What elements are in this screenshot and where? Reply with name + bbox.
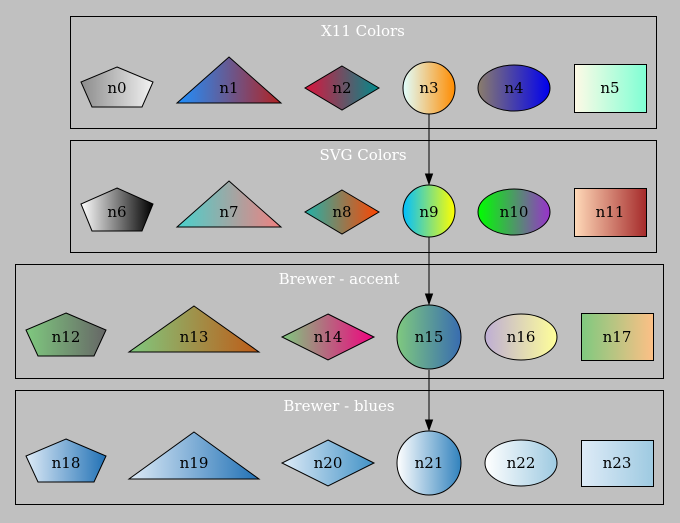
cluster-blues-title: Brewer - blues — [283, 397, 394, 415]
node-n17-label: n17 — [603, 328, 632, 346]
node-n19-shape — [127, 431, 261, 480]
node-n1-label: n1 — [219, 79, 238, 97]
node-n4-shape — [477, 64, 551, 112]
node-n0[interactable]: n0 — [80, 66, 154, 108]
cluster-blues: Brewer - blues — [15, 390, 664, 505]
node-n4-label: n4 — [504, 79, 523, 97]
cluster-svg: SVG Colors — [70, 140, 657, 253]
node-n10[interactable]: n10 — [477, 188, 551, 236]
node-n16-label: n16 — [507, 328, 536, 346]
node-n8[interactable]: n8 — [304, 189, 380, 235]
node-n18[interactable]: n18 — [25, 438, 107, 483]
node-n2-label: n2 — [332, 79, 351, 97]
cluster-accent-box — [15, 264, 664, 379]
node-n22[interactable]: n22 — [484, 439, 558, 487]
cluster-svg-title: SVG Colors — [319, 146, 406, 164]
node-n4[interactable]: n4 — [477, 64, 551, 112]
node-n23-label: n23 — [603, 454, 632, 472]
node-n8-shape — [304, 189, 380, 235]
node-n10-shape — [477, 188, 551, 236]
node-n14-label: n14 — [314, 328, 343, 346]
node-n6-shape — [80, 187, 154, 232]
node-n1-shape — [175, 56, 283, 104]
cluster-x11-title: X11 Colors — [321, 22, 405, 40]
cluster-x11-box — [70, 16, 657, 129]
cluster-accent-title: Brewer - accent — [279, 270, 400, 288]
node-n16[interactable]: n16 — [484, 313, 558, 361]
node-n7-shape — [175, 180, 283, 228]
node-n1[interactable]: n1 — [175, 56, 283, 104]
node-n19-label: n19 — [180, 454, 209, 472]
node-n21[interactable]: n21 — [396, 430, 462, 496]
node-n17-shape — [581, 313, 654, 361]
node-n12[interactable]: n12 — [25, 312, 107, 357]
node-n21-label: n21 — [415, 454, 444, 472]
edge-n9-n15-arrowhead — [424, 293, 434, 306]
node-n8-label: n8 — [332, 203, 351, 221]
node-n14[interactable]: n14 — [280, 313, 376, 361]
node-n13-shape — [127, 305, 261, 353]
cluster-svg-box — [70, 140, 657, 253]
node-n23[interactable]: n23 — [581, 440, 654, 487]
node-n22-shape — [484, 439, 558, 487]
cluster-accent: Brewer - accent — [15, 264, 664, 379]
cluster-x11: X11 Colors — [70, 16, 657, 129]
node-n6-label: n6 — [107, 203, 126, 221]
node-n9-label: n9 — [419, 203, 438, 221]
node-n16-shape — [484, 313, 558, 361]
cluster-blues-box — [15, 390, 664, 505]
node-n0-shape — [80, 66, 154, 108]
node-n15-label: n15 — [415, 328, 444, 346]
node-n0-label: n0 — [107, 79, 126, 97]
node-n13[interactable]: n13 — [127, 305, 261, 353]
node-n21-shape — [396, 430, 462, 496]
node-n9[interactable]: n9 — [402, 184, 456, 238]
node-n22-label: n22 — [507, 454, 536, 472]
node-n17[interactable]: n17 — [581, 313, 654, 361]
edges — [424, 114, 434, 432]
node-n5[interactable]: n5 — [574, 64, 647, 113]
node-n12-label: n12 — [52, 328, 81, 346]
node-n10-label: n10 — [500, 203, 529, 221]
node-n5-label: n5 — [600, 79, 619, 97]
node-n3-label: n3 — [419, 79, 438, 97]
edge-n3-n9-arrowhead — [424, 173, 434, 186]
node-n23-shape — [581, 440, 654, 487]
node-n11[interactable]: n11 — [574, 188, 647, 237]
node-n14-shape — [280, 313, 376, 361]
node-n6[interactable]: n6 — [80, 187, 154, 232]
node-n18-shape — [25, 438, 107, 483]
node-n7[interactable]: n7 — [175, 180, 283, 228]
node-n19[interactable]: n19 — [127, 431, 261, 480]
node-n3[interactable]: n3 — [402, 61, 456, 115]
node-n13-label: n13 — [180, 328, 209, 346]
node-n20-label: n20 — [314, 454, 343, 472]
node-n15-shape — [396, 304, 462, 370]
node-n12-shape — [25, 312, 107, 357]
edge-n15-n21-arrowhead — [424, 419, 434, 432]
node-n3-shape — [402, 61, 456, 115]
node-n15[interactable]: n15 — [396, 304, 462, 370]
node-n18-label: n18 — [52, 454, 81, 472]
node-n2-shape — [304, 65, 380, 111]
node-n2[interactable]: n2 — [304, 65, 380, 111]
node-n9-shape — [402, 184, 456, 238]
node-n11-shape — [574, 188, 647, 237]
node-n11-label: n11 — [596, 203, 625, 221]
node-n20-shape — [280, 439, 376, 487]
node-n7-label: n7 — [219, 203, 238, 221]
node-n20[interactable]: n20 — [280, 439, 376, 487]
node-n5-shape — [574, 64, 647, 113]
